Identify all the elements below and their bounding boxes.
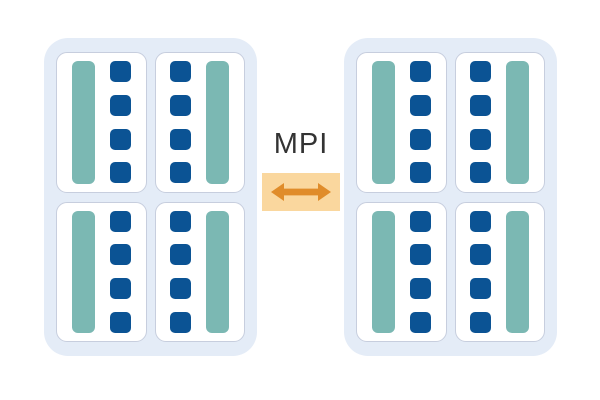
core-unit — [109, 94, 131, 116]
core-unit — [109, 278, 131, 300]
core-unit — [409, 162, 431, 184]
memory-bar — [206, 61, 230, 184]
core-unit — [470, 311, 492, 333]
core-unit — [170, 278, 192, 300]
socket-card — [56, 201, 147, 342]
memory-bar — [206, 210, 230, 333]
core-unit — [409, 61, 431, 82]
core-unit — [170, 128, 192, 150]
socket-card — [154, 201, 245, 342]
double-headed-horizontal-arrow-icon — [270, 181, 332, 203]
memory-bar — [506, 210, 530, 333]
memory-bar — [371, 210, 395, 333]
core-unit — [109, 311, 131, 333]
core-stack — [409, 210, 431, 334]
socket-card — [454, 201, 545, 342]
mpi-arrow-band — [262, 173, 340, 211]
memory-bar — [71, 61, 95, 184]
socket-card — [356, 52, 447, 193]
core-unit — [470, 94, 492, 116]
core-stack — [409, 61, 431, 184]
core-unit — [170, 311, 192, 333]
memory-bar — [71, 210, 95, 333]
core-unit — [109, 162, 131, 184]
socket-card — [154, 52, 245, 193]
core-unit — [470, 61, 492, 82]
core-unit — [470, 210, 492, 232]
core-stack — [170, 210, 192, 334]
core-unit — [170, 94, 192, 116]
core-unit — [470, 244, 492, 266]
core-unit — [109, 244, 131, 266]
core-unit — [170, 244, 192, 266]
core-unit — [409, 311, 431, 333]
core-unit — [109, 128, 131, 150]
core-unit — [170, 210, 192, 232]
mpi-link: MPI — [262, 130, 340, 211]
node-panel-left — [44, 38, 257, 356]
core-unit — [170, 162, 192, 184]
core-stack — [109, 210, 131, 334]
mpi-label: MPI — [273, 128, 329, 160]
core-unit — [409, 278, 431, 300]
core-stack — [170, 61, 192, 184]
node-panel-right — [344, 38, 557, 356]
socket-card — [454, 52, 545, 193]
socket-card — [56, 52, 147, 193]
memory-bar — [371, 61, 395, 184]
core-unit — [409, 94, 431, 116]
socket-card — [356, 201, 447, 342]
core-stack — [109, 61, 131, 184]
core-unit — [170, 61, 192, 82]
core-unit — [470, 278, 492, 300]
core-stack — [470, 61, 492, 184]
core-unit — [470, 162, 492, 184]
core-unit — [109, 61, 131, 82]
core-unit — [409, 128, 431, 150]
core-unit — [470, 128, 492, 150]
memory-bar — [506, 61, 530, 184]
core-unit — [409, 244, 431, 266]
core-stack — [470, 210, 492, 334]
core-unit — [409, 210, 431, 232]
core-unit — [109, 210, 131, 232]
